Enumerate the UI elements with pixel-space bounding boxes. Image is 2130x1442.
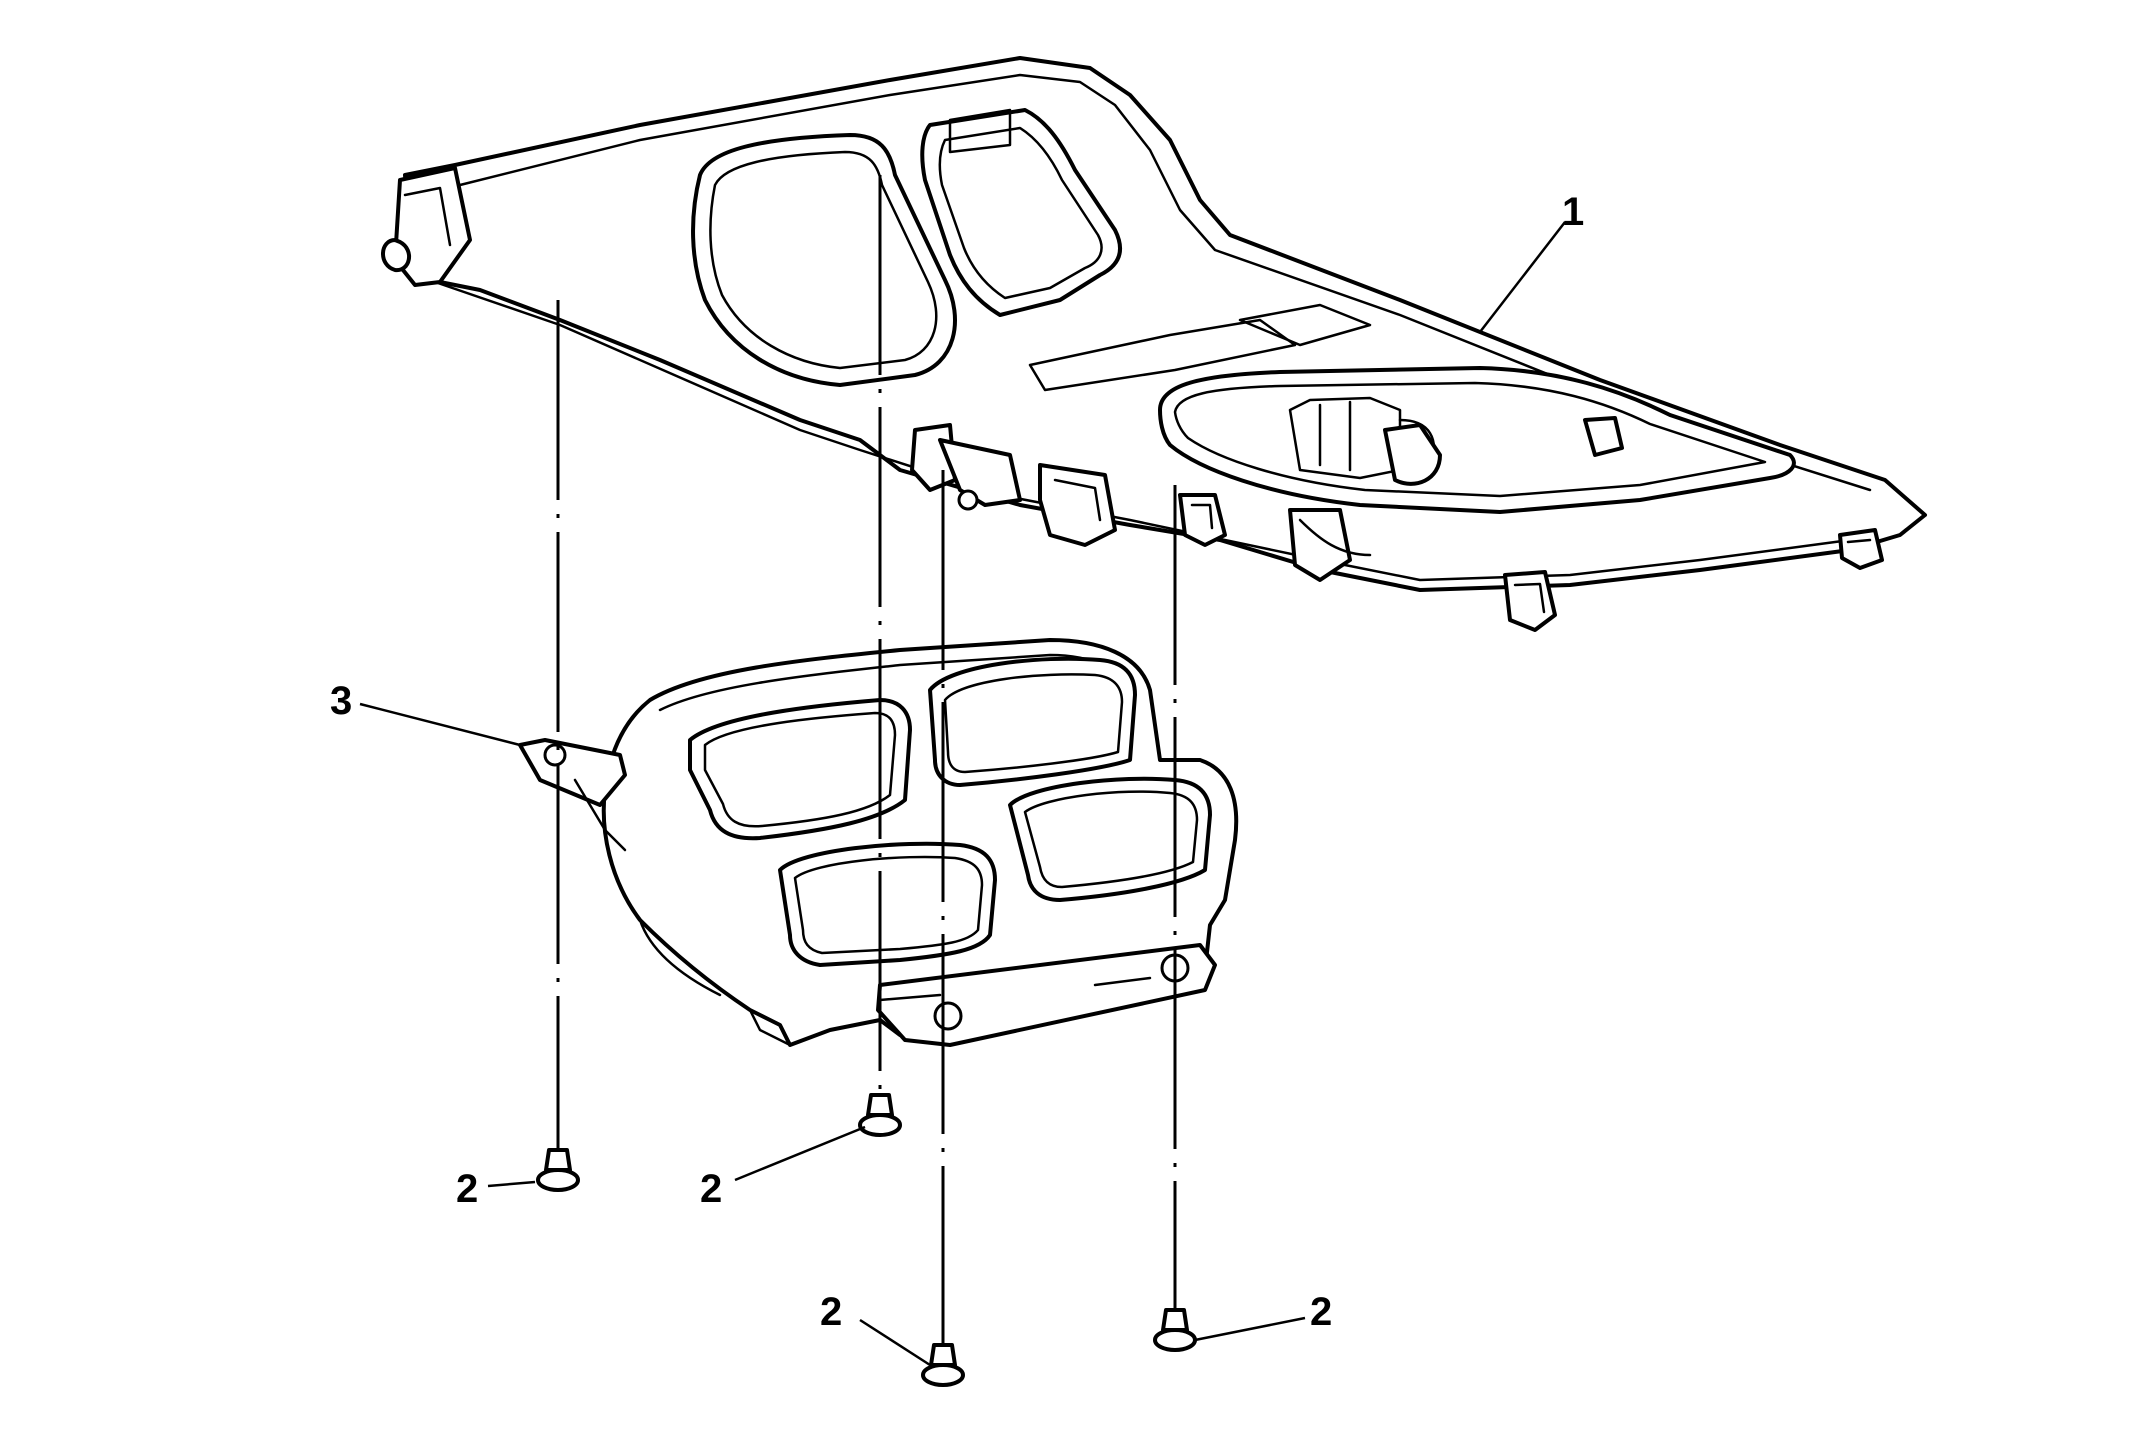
assembly-centerlines <box>556 175 1177 1345</box>
callout-3: 3 <box>330 679 352 723</box>
console-trim-plate <box>381 56 1927 632</box>
callout-labels: 1 3 2 2 2 2 <box>330 190 1584 1334</box>
screw-2 <box>858 1093 902 1137</box>
callout-1: 1 <box>1562 190 1584 234</box>
callout-2-screw-4: 2 <box>1310 1290 1332 1334</box>
gauge-housing <box>518 638 1239 1047</box>
callout-2-screw-2: 2 <box>700 1167 722 1211</box>
screw-4 <box>1153 1308 1197 1352</box>
leader-lines <box>359 221 1566 1367</box>
screw-3 <box>921 1343 965 1387</box>
callout-2-screw-3: 2 <box>820 1290 842 1334</box>
callout-2-screw-1: 2 <box>456 1167 478 1211</box>
screw-1 <box>536 1148 580 1192</box>
